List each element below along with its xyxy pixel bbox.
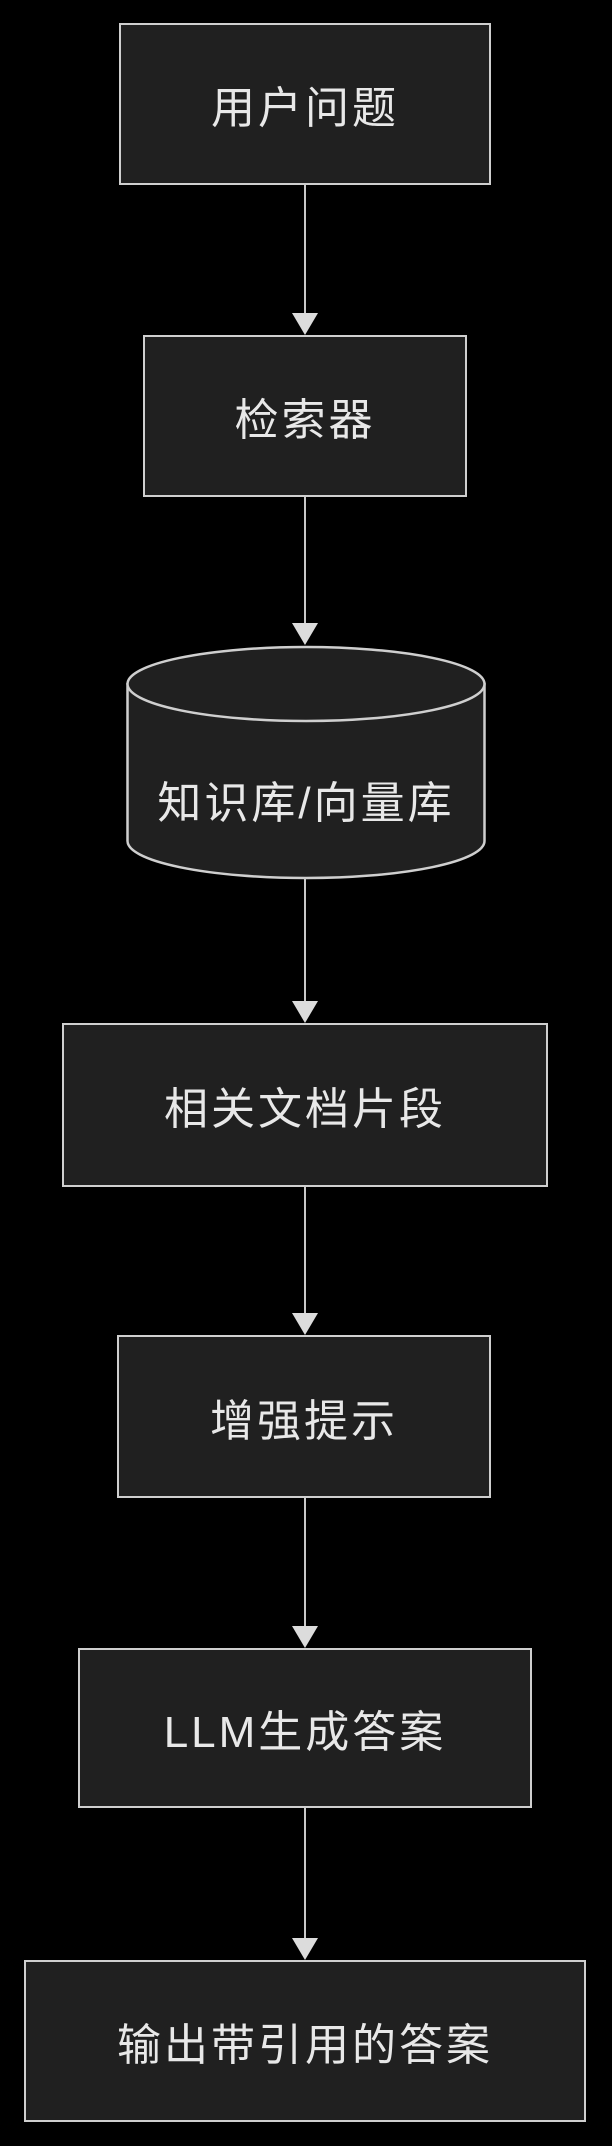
arrow-relevant-docs-to-augmented-prompt [292,1187,318,1335]
arrow-knowledge-base-to-relevant-docs [292,878,318,1023]
node-relevant-docs-label: 相关文档片段 [164,1085,446,1134]
arrow-head-icon [292,623,318,645]
arrow-head-icon [292,1626,318,1648]
node-retriever: 检索器 [143,335,467,497]
node-user-question-label: 用户问题 [211,84,399,133]
arrow-stem [304,185,306,313]
arrow-head-icon [292,1001,318,1023]
arrow-stem [304,1498,306,1626]
node-output-answer: 输出带引用的答案 [24,1960,586,2122]
node-retriever-label: 检索器 [234,396,376,445]
arrow-stem [304,1808,306,1938]
node-relevant-docs: 相关文档片段 [62,1023,548,1187]
arrow-head-icon [292,1938,318,1960]
node-augmented-prompt-label: 增强提示 [210,1396,398,1446]
node-user-question: 用户问题 [119,23,491,185]
arrow-retriever-to-knowledge-base [292,497,318,645]
node-knowledge-base: 知识库/向量库 [125,645,487,880]
arrow-head-icon [292,1313,318,1335]
node-llm-answer-label: LLM生成答案 [163,1708,447,1757]
arrow-stem [304,497,306,623]
node-llm-answer: LLM生成答案 [78,1648,532,1808]
node-knowledge-base-label: 知识库/向量库 [157,779,455,828]
node-output-answer-label: 输出带引用的答案 [117,2021,493,2070]
arrow-head-icon [292,313,318,335]
arrow-stem [304,878,306,1001]
database-cylinder-icon [126,645,486,880]
arrow-augmented-prompt-to-llm-answer [292,1498,318,1648]
node-augmented-prompt: 增强提示 [117,1335,491,1498]
arrow-llm-answer-to-output-answer [292,1808,318,1960]
arrow-user-question-to-retriever [292,185,318,335]
arrow-stem [304,1187,306,1313]
